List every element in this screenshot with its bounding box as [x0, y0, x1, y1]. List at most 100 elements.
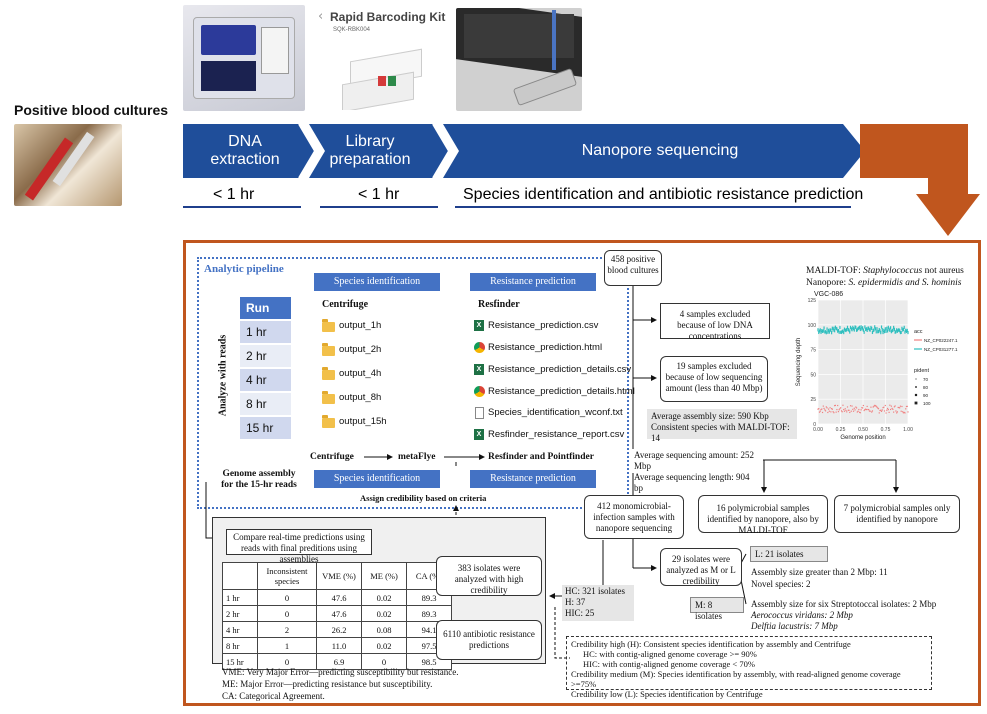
m-line2-text: Aerococcus viridans: 2 Mbp [751, 610, 853, 620]
data-point [896, 328, 898, 332]
file-resistance-details-csv: Resistance_prediction_details.csv [488, 364, 632, 375]
data-point [826, 407, 828, 409]
folder-output-2h: output_2h [339, 344, 382, 355]
data-point [883, 328, 885, 333]
species-identification-button: Species identification [314, 273, 440, 291]
step-dna-time: < 1 hr [213, 186, 255, 203]
data-point [900, 330, 902, 334]
data-point [877, 407, 879, 409]
data-point [897, 406, 899, 409]
l21-box: L: 21 isolates [750, 546, 828, 562]
data-point [869, 410, 871, 412]
data-point [823, 326, 825, 330]
data-point [871, 326, 873, 331]
data-point [890, 405, 892, 407]
data-point [868, 328, 871, 332]
excel-file-icon: X [474, 364, 484, 375]
folder-output-4h: output_4h [339, 368, 382, 379]
data-point [850, 327, 852, 331]
data-point [862, 326, 864, 330]
data-point [849, 330, 851, 334]
avg-seq-amount-text: Average sequencing amount: 252 Mbp [634, 450, 755, 471]
data-point [827, 330, 829, 334]
data-point [837, 404, 839, 407]
data-point [831, 331, 833, 335]
data-point [874, 404, 876, 407]
data-point [858, 326, 860, 330]
maldi-line2: Nanopore: S. epidermidis and S. hominis [806, 278, 962, 288]
data-point [854, 409, 856, 411]
data-point [846, 411, 848, 413]
text-file-icon [475, 407, 484, 419]
data-point [831, 326, 833, 330]
table-cell: 11.0 [316, 637, 362, 654]
data-point [849, 411, 851, 414]
data-point [893, 327, 895, 331]
data-point [845, 328, 847, 333]
step-library-time: < 1 hr [358, 186, 400, 203]
data-point [878, 327, 880, 332]
data-point [875, 330, 877, 334]
data-point [865, 409, 868, 411]
kit-code: SQK-RBK004 [333, 27, 371, 33]
data-point [896, 411, 899, 413]
data-point [886, 326, 888, 330]
data-point [905, 405, 908, 408]
data-point [830, 411, 832, 413]
excluded-low-dna-box: 4 samples excluded because of low DNA co… [660, 303, 770, 341]
data-point [868, 326, 870, 330]
legend-size-label: 70 [923, 377, 929, 382]
data-point [895, 330, 897, 334]
data-point [839, 325, 841, 330]
data-point [868, 410, 871, 412]
m8-box: M: 8 isolates [690, 597, 744, 621]
data-point [862, 404, 864, 407]
run-4hr: 4 hr [240, 369, 291, 391]
data-point [884, 404, 886, 407]
data-point [841, 330, 843, 334]
data-point [862, 407, 864, 409]
data-point [877, 408, 880, 410]
monomicrobial-box: 412 monomicrobial-infection samples with… [584, 495, 684, 539]
chevron-left-icon: ‹ [318, 9, 324, 24]
data-point [874, 405, 877, 407]
ml29-box: 29 isolates were analyzed as M or L cred… [660, 548, 742, 586]
file-resistance-csv: Resistance_prediction.csv [488, 320, 599, 331]
excel-file-icon: X [474, 320, 484, 331]
cred-line3: HIC: with contig-aligned genome coverage… [583, 659, 755, 669]
table-cell: 0.02 [361, 637, 407, 654]
data-point [887, 325, 889, 329]
poly16-box: 16 polymicrobial samples identified by n… [698, 495, 828, 535]
resistance-prediction-button: Resistance prediction [470, 273, 596, 291]
workflow-arrow-bar [183, 124, 865, 178]
data-point [883, 330, 886, 334]
data-point [830, 328, 832, 332]
chrome-file-icon [474, 386, 485, 397]
seq-stats-box: Average sequencing amount: 252 Mbp Avera… [631, 449, 763, 493]
table-row: 8 hr 1 11.0 0.02 97.5 [222, 637, 452, 654]
data-point [877, 329, 880, 334]
legend-series-label: NZ_CP031277.1 [924, 347, 958, 352]
assign-credibility-label: Assign credibility based on criteria [360, 493, 487, 503]
data-point [819, 328, 821, 332]
run-header: Run [240, 297, 291, 319]
data-point [898, 328, 900, 332]
chrome-file-icon [474, 342, 485, 353]
data-point [827, 408, 830, 410]
data-point [906, 328, 908, 333]
data-point [819, 410, 821, 412]
data-point [903, 411, 905, 414]
table-row: 1 hr 0 47.6 0.02 89.3 [222, 589, 452, 606]
maldi-line1: MALDI-TOF: Staphylococcus not aureus [806, 266, 964, 276]
y-axis-label: Sequencing depth [796, 338, 802, 386]
data-point [869, 328, 871, 332]
data-point [880, 331, 882, 335]
data-point [865, 408, 867, 410]
excel-file-icon: X [474, 429, 484, 440]
resfinder-label: Resfinder [478, 299, 520, 310]
data-point [829, 407, 831, 409]
data-point [841, 411, 843, 413]
data-point [901, 326, 903, 330]
poly7-box: 7 polymicrobial samples only identified … [834, 495, 960, 533]
high-credibility-box: 383 isolates were analyzed with high cre… [436, 556, 542, 596]
